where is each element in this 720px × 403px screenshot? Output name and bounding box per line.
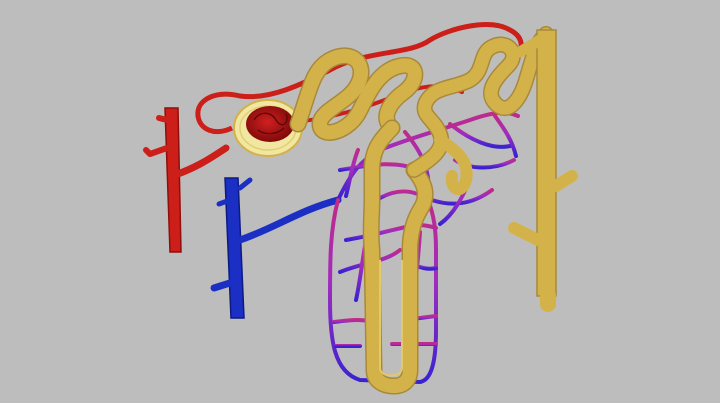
proximal-convoluted-tubule xyxy=(289,47,424,141)
renal-artery xyxy=(143,107,230,253)
glomerulus xyxy=(246,106,294,142)
loop-of-henle xyxy=(362,119,434,395)
renal-vein xyxy=(210,177,342,319)
distal-convoluted-tubule xyxy=(406,26,554,196)
afferent-arteriole xyxy=(195,22,524,134)
peritubular-capillaries xyxy=(336,110,520,226)
collecting-duct xyxy=(508,29,578,312)
